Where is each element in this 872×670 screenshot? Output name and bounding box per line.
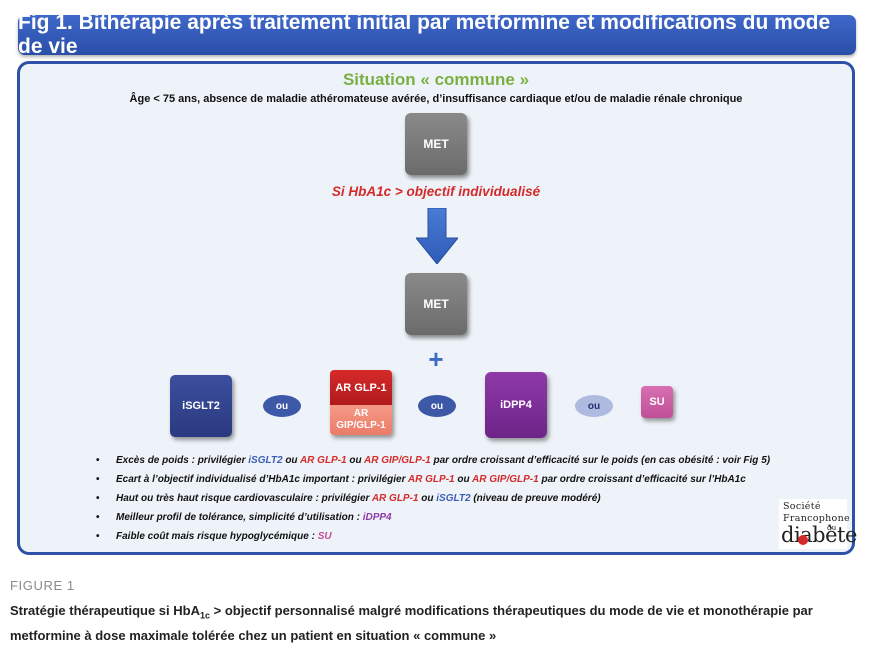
figure-label: FIGURE 1 <box>10 578 75 593</box>
recommendation-text-segment: AR GLP-1 <box>407 474 455 485</box>
recommendation-text-segment: iSGLT2 <box>436 493 471 504</box>
recommendation-text-segment: ou <box>454 474 472 485</box>
met-label-bottom: MET <box>423 297 449 311</box>
caption-part2: > objectif personnalisé malgré modificat… <box>10 603 813 643</box>
recommendation-item: Meilleur profil de tolérance, simplicité… <box>96 510 766 529</box>
recommendation-item: Ecart à l’objectif individualisé d’HbA1c… <box>96 472 766 491</box>
recommendation-text-segment: iSGLT2 <box>248 455 283 466</box>
caption-subscript: 1c <box>199 610 210 621</box>
recommendation-text-segment: AR GLP-1 <box>299 455 347 466</box>
recommendation-text-segment: SU <box>317 531 332 542</box>
recommendation-item: Haut ou très haut risque cardiovasculair… <box>96 491 766 510</box>
logo-line-societe: Société <box>783 501 821 512</box>
recommendation-item: Faible coût mais risque hypoglycémique :… <box>96 529 766 548</box>
su-box: SU <box>641 386 673 418</box>
recommendation-text-segment: Haut ou très haut risque cardiovasculair… <box>116 493 372 504</box>
recommendation-text-segment: Ecart à l’objectif individualisé d’HbA1c… <box>116 474 408 485</box>
ar-glp1-box: AR GLP-1 <box>330 370 392 405</box>
recommendation-text-segment: (niveau de preuve modéré) <box>470 493 601 504</box>
figure-title: Fig 1. Bithérapie après traitement initi… <box>18 11 831 58</box>
recommendation-text-segment: AR GLP-1 <box>371 493 419 504</box>
recommendation-list: Excès de poids : privilégier iSGLT2 ou A… <box>96 453 770 548</box>
recommendation-text-segment: Meilleur profil de tolérance, simplicité… <box>116 512 363 523</box>
recommendation-text-segment: ou <box>418 493 437 504</box>
or-connector-3: ou <box>575 395 613 417</box>
logo-line-diabete: diabète <box>781 523 857 547</box>
recommendation-item: Excès de poids : privilégier iSGLT2 ou A… <box>96 453 770 472</box>
logo-red-mark <box>798 535 808 545</box>
met-label-top: MET <box>423 137 449 151</box>
idpp4-label: iDPP4 <box>500 399 532 411</box>
hba1c-condition: Si HbA1c > objectif individualisé <box>331 184 541 199</box>
logo-line-du: du <box>827 524 837 532</box>
recommendation-text-segment: iDPP4 <box>362 512 392 523</box>
situation-description: Âge < 75 ans, absence de maladie athérom… <box>129 93 743 105</box>
su-label: SU <box>649 396 665 408</box>
figure-caption: Stratégie thérapeutique si HbA1c > objec… <box>10 601 865 646</box>
down-arrow-icon <box>416 208 458 264</box>
recommendation-text-segment: AR GIP/GLP-1 <box>364 455 431 466</box>
idpp4-box: iDPP4 <box>485 372 547 438</box>
plus-sign: + <box>428 344 444 374</box>
recommendation-text-segment: Faible coût mais risque hypoglycémique : <box>116 531 318 542</box>
recommendation-text-segment: AR GIP/GLP-1 <box>472 474 539 485</box>
isglt2-box: iSGLT2 <box>170 375 232 437</box>
sfd-logo: Société Francophone du diabète <box>779 499 857 549</box>
figure-title-bar: Fig 1. Bithérapie après traitement initi… <box>18 11 856 58</box>
recommendation-text-segment: ou <box>346 455 365 466</box>
recommendation-text-segment: ou <box>282 455 300 466</box>
caption-part1: Stratégie thérapeutique si HbA <box>10 603 200 618</box>
recommendation-text-segment: Excès de poids : privilégier <box>116 455 249 466</box>
or-connector-2: ou <box>418 395 456 417</box>
situation-heading: Situation « commune » <box>342 70 530 89</box>
logo-line-francophone: Francophone <box>783 513 850 524</box>
ar-gip-glp1-label-line2: GIP/GLP-1 <box>336 420 386 431</box>
ar-glp1-label: AR GLP-1 <box>335 381 387 394</box>
or-connector-1: ou <box>263 395 301 417</box>
isglt2-label: iSGLT2 <box>182 400 220 412</box>
recommendation-text-segment: par ordre croissant d’efficacité sur le … <box>430 455 771 466</box>
met-box-bottom: MET <box>405 273 467 335</box>
ar-gip-glp1-box: AR GIP/GLP-1 <box>330 405 392 435</box>
met-box-top: MET <box>405 113 467 175</box>
recommendation-text-segment: par ordre croissant d’efficacité sur l’H… <box>538 474 746 485</box>
ar-gip-glp1-label-line1: AR <box>353 408 369 419</box>
